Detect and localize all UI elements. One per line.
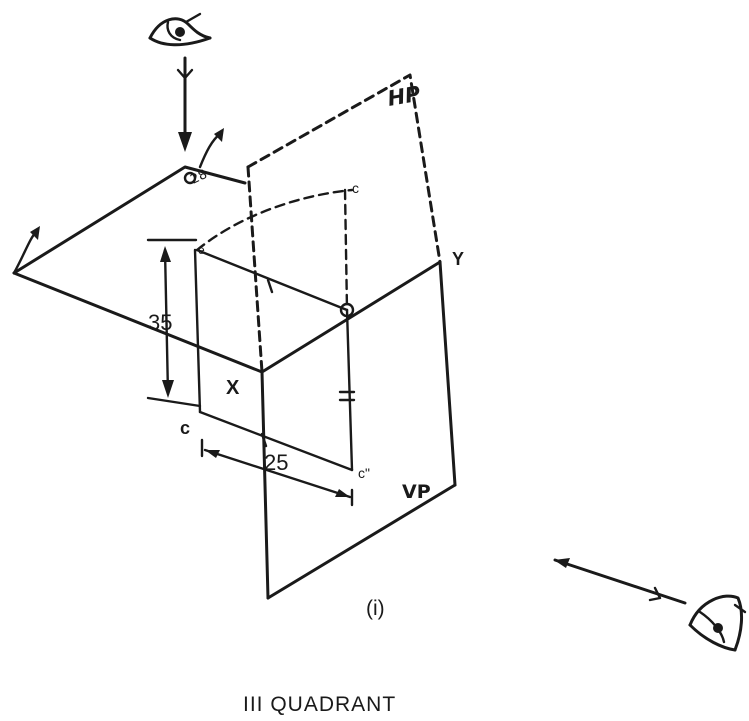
upper-left-label: 28 [188,167,209,188]
point-e-label: e [198,243,205,257]
view-arrow-top [176,56,194,152]
y-label: Y [452,249,464,269]
vp-label: VP [402,481,431,503]
eye-icon [688,594,747,652]
eye-icon [148,12,212,47]
hp-label: HP [386,81,423,110]
figure-number: (i) [366,597,385,620]
top-view-label: c [352,180,359,196]
x-label: X [226,377,240,399]
horizontal-plane [12,128,442,374]
view-arrow-right [553,558,687,605]
caption: III QUADRANT [243,693,396,716]
dimension-25-label: 25 [264,450,288,475]
hp-rotated-plane [246,73,442,374]
projector-lines [183,171,356,472]
point-c-double-prime-label: c" [358,465,370,481]
dimension-35 [146,238,202,408]
dimension-35-label: 35 [148,310,172,335]
dimension-25 [200,438,354,507]
left-c-label: c [180,418,190,438]
vertical-plane [260,260,457,600]
